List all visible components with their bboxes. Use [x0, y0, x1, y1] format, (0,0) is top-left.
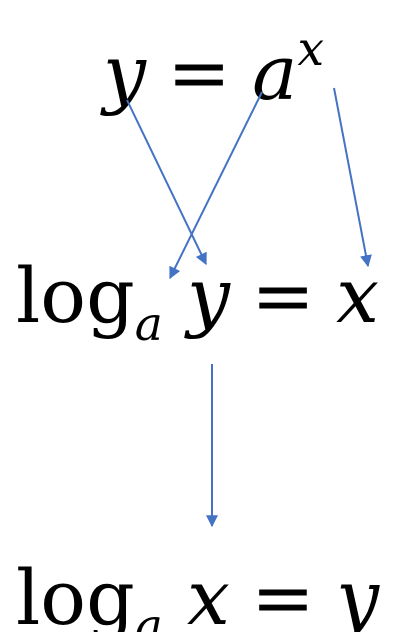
exp-lhs-y: y — [103, 27, 146, 117]
swapped-equation: loga x=y — [16, 560, 379, 632]
log-rhs-x: x — [336, 251, 380, 340]
swapped-equals: = — [251, 553, 315, 632]
exp-exponent-x: x — [297, 22, 325, 77]
log-base-a: a — [134, 296, 163, 352]
exponential-equation: y=ax — [103, 26, 324, 111]
log-equals: = — [251, 251, 315, 340]
arrow-a-to-log-base — [169, 91, 263, 280]
swapped-arg-x: x — [186, 553, 230, 632]
log-fn: log — [16, 251, 135, 340]
exp-equals: = — [167, 27, 231, 117]
arrow-x-to-log-rhs — [333, 87, 372, 268]
log-arg-y: y — [186, 251, 230, 340]
swapped-log-fn: log — [16, 553, 135, 632]
arrow-y-to-log-arg — [126, 99, 207, 266]
swapped-log-base-a: a — [134, 598, 163, 632]
logarithmic-equation: loga y=x — [16, 258, 379, 348]
swapped-rhs-y: y — [336, 553, 380, 632]
